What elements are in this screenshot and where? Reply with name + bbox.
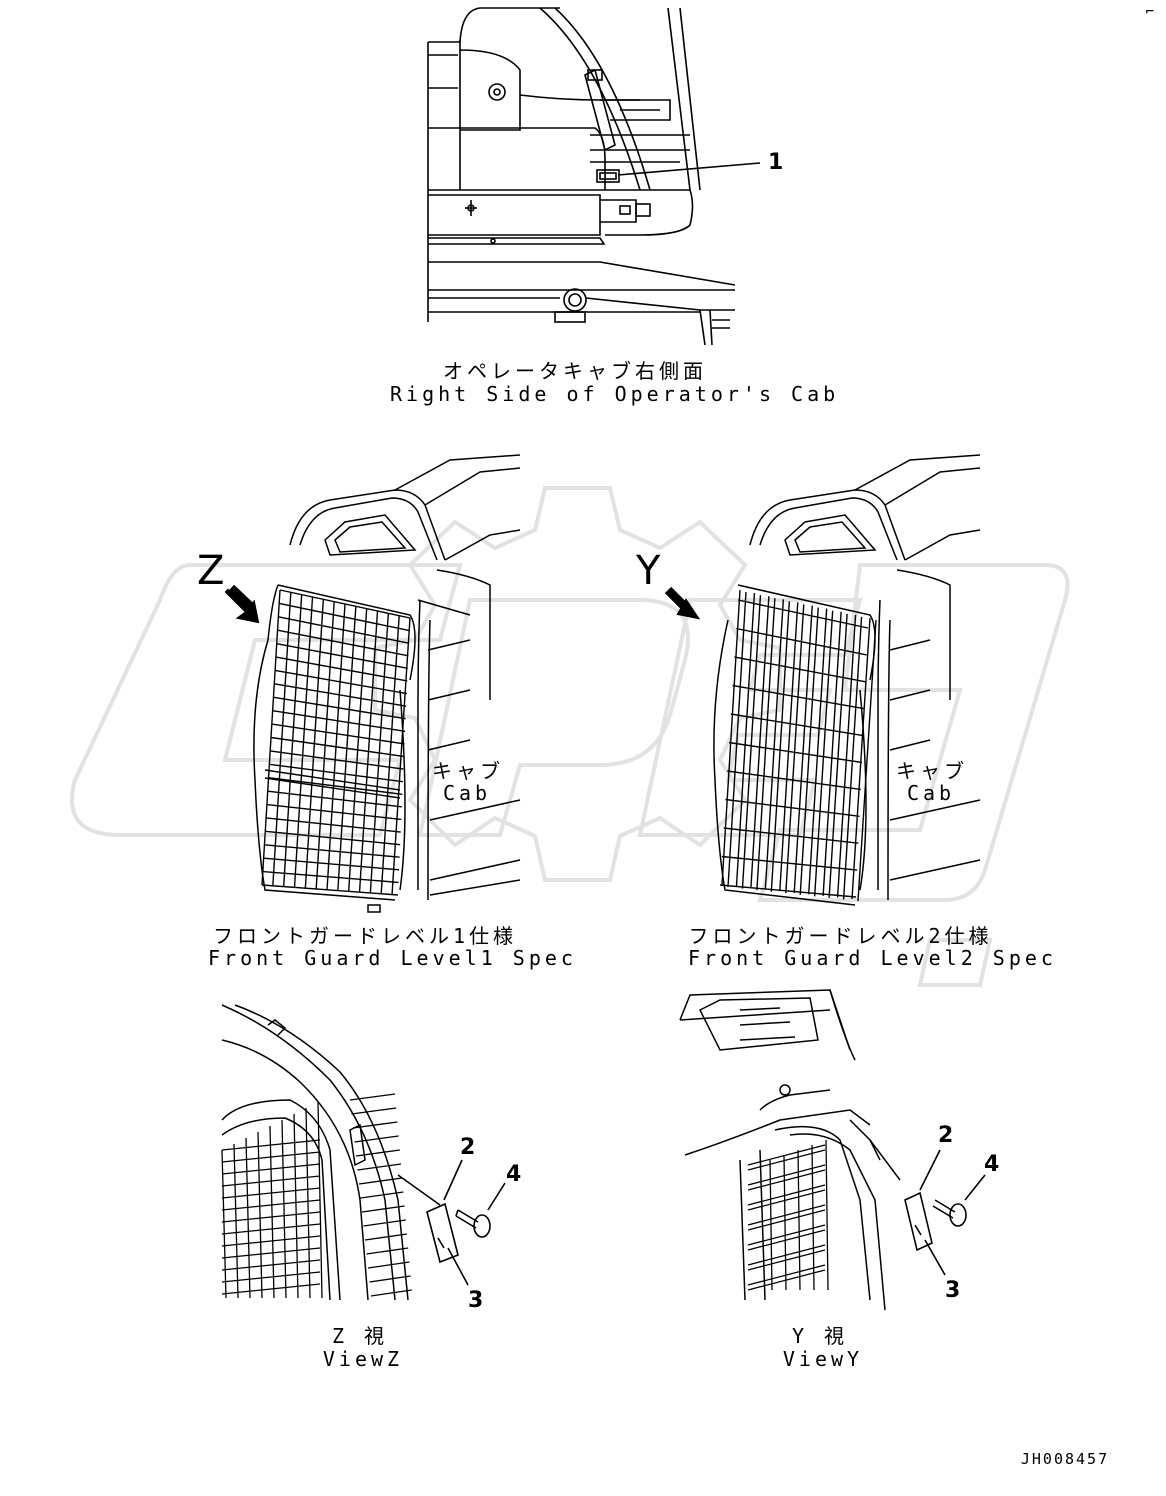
view-y-drawing: [679, 989, 901, 1311]
view-y-label-jp: Y 視: [791, 1324, 849, 1348]
drawing-id: JH008457: [1020, 1450, 1110, 1468]
front-guard-level2-grille: [719, 589, 877, 902]
front-guard-level1-drawing: [253, 454, 521, 913]
front-guard-1-label-en: Front Guard Level1 Spec: [208, 946, 577, 970]
callout-y-4: 4: [984, 1152, 1000, 1177]
callout-z-4: 4: [506, 1162, 522, 1187]
top-view-label-en: Right Side of Operator's Cab: [390, 382, 840, 406]
top-view-label-jp: オペレータキャブ右側面: [443, 359, 707, 383]
front-guard-2-label-jp: フロントガードレベル2仕様: [688, 924, 993, 948]
callout-y-2: 2: [938, 1123, 954, 1148]
callout-z-3: 3: [468, 1288, 484, 1313]
view-z-drawing: [221, 1004, 441, 1301]
callout-1: 1: [768, 150, 784, 175]
view-z-mesh: [221, 1093, 412, 1299]
view-y-grille: [747, 1139, 829, 1291]
cab-label-jp-2: キャブ: [896, 759, 968, 783]
front-guard-level1-mesh: [261, 589, 411, 896]
view-letter-z: Z: [197, 548, 225, 594]
view-y-label-en: ViewY: [782, 1347, 864, 1371]
view-z-label-jp: Z 視: [331, 1324, 389, 1348]
callout-y-3: 3: [945, 1278, 961, 1303]
view-z-decal-bolt: [426, 1159, 506, 1286]
view-y-decal-bolt: [904, 1149, 986, 1276]
cab-label-en-1: Cab: [442, 781, 492, 805]
cab-right-side-drawing: [427, 7, 761, 346]
cab-label-en-2: Cab: [906, 781, 956, 805]
front-guard-2-label-en: Front Guard Level2 Spec: [688, 946, 1057, 970]
corner-mark: ⌐: [1145, 4, 1154, 20]
view-z-label-en: ViewZ: [322, 1347, 404, 1371]
cab-label-jp-1: キャブ: [432, 759, 504, 783]
callout-z-2: 2: [460, 1135, 476, 1160]
view-letter-y: Y: [636, 548, 661, 594]
front-guard-1-label-jp: フロントガードレベル1仕様: [212, 924, 518, 948]
